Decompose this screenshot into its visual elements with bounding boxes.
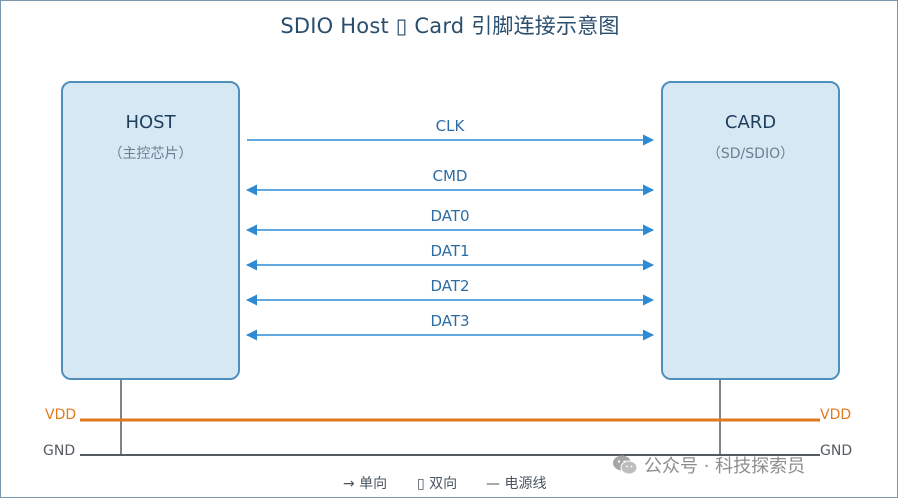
host-subtitle: （主控芯片） xyxy=(108,146,193,162)
legend-unidirectional: → 单向 xyxy=(343,476,388,492)
signal-label-clk: CLK xyxy=(435,117,465,135)
signal-label-dat1: DAT1 xyxy=(430,242,470,260)
card-block: CARD （SD/SDIO） xyxy=(661,81,840,380)
signal-label-dat2: DAT2 xyxy=(430,277,470,295)
gnd-label-left: GND xyxy=(43,443,76,459)
wechat-icon xyxy=(612,454,638,481)
watermark-text: 公众号 · 科技探索员 xyxy=(644,456,806,477)
signal-label-dat3: DAT3 xyxy=(430,312,470,330)
vdd-label-left: VDD xyxy=(45,407,77,423)
signal-label-cmd: CMD xyxy=(432,167,468,185)
vdd-label-right: VDD xyxy=(820,407,852,423)
legend-bidirectional: ▯ 双向 xyxy=(417,476,458,492)
signal-label-dat0: DAT0 xyxy=(430,207,470,225)
legend-power-line: — 电源线 xyxy=(486,476,547,492)
host-block: HOST （主控芯片） xyxy=(61,81,240,380)
host-name: HOST xyxy=(125,112,176,133)
gnd-label-right: GND xyxy=(820,443,853,459)
diagram-title: SDIO Host ▯ Card 引脚连接示意图 xyxy=(280,14,620,38)
watermark: 公众号 · 科技探索员 xyxy=(612,452,805,481)
card-subtitle: （SD/SDIO） xyxy=(706,146,795,162)
card-name: CARD xyxy=(724,112,777,133)
